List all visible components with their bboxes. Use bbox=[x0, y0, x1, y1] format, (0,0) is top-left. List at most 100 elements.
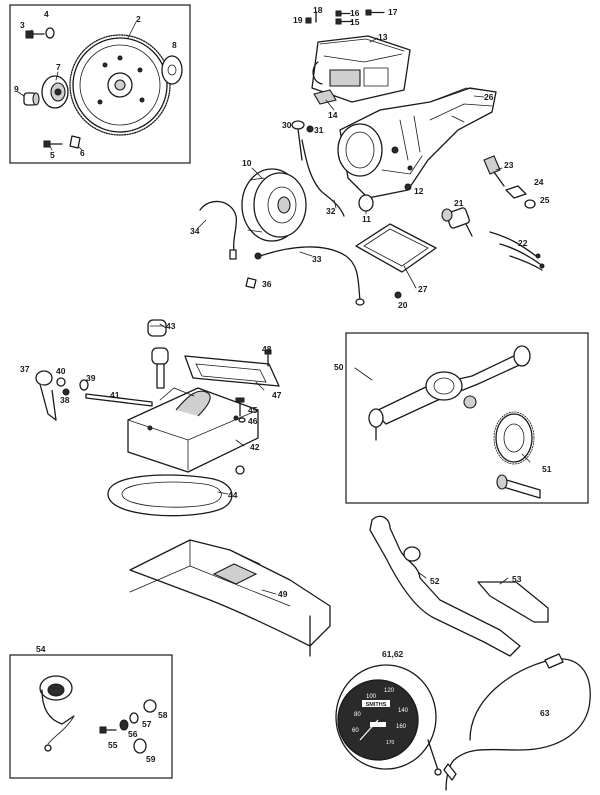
callout-39: 39 bbox=[86, 373, 96, 383]
callout-42: 42 bbox=[250, 442, 260, 452]
part-53-pedal-pad bbox=[477, 581, 549, 623]
part-8-plate bbox=[161, 55, 183, 85]
callout-37: 37 bbox=[20, 364, 30, 374]
callout-44: 44 bbox=[228, 490, 238, 500]
callout-63: 63 bbox=[540, 708, 550, 718]
callout-54: 54 bbox=[36, 644, 46, 654]
callout-12: 12 bbox=[414, 186, 424, 196]
callout-27: 27 bbox=[418, 284, 428, 294]
gearbox-group bbox=[199, 9, 545, 306]
callout-11: 11 bbox=[362, 214, 371, 224]
screws-15-19 bbox=[305, 9, 385, 25]
callout-7: 7 bbox=[56, 62, 61, 72]
part-12-plug bbox=[404, 183, 412, 191]
part-52-brake-pedal bbox=[369, 515, 521, 657]
part-59-cap bbox=[133, 738, 147, 754]
callout-59: 59 bbox=[146, 754, 156, 764]
callout-41: 41 bbox=[110, 390, 120, 400]
callout-2: 2 bbox=[136, 14, 141, 24]
part-9-bush bbox=[23, 92, 40, 106]
flywheel-group-frame bbox=[9, 4, 191, 164]
part-31-seal bbox=[306, 125, 314, 133]
steering-lock-group bbox=[9, 654, 173, 779]
callout-labels: 3 4 2 8 7 9 5 6 18 19 16 15 17 13 14 26 … bbox=[14, 5, 552, 764]
part-14-strainer bbox=[313, 89, 337, 105]
callout-49: 49 bbox=[278, 589, 288, 599]
speedo-tick-80: 80 bbox=[354, 712, 361, 718]
callout-16: 16 bbox=[350, 8, 360, 18]
part-57-spacer bbox=[129, 712, 139, 724]
speedo-tick-140: 140 bbox=[398, 708, 409, 714]
part-21-switch bbox=[441, 207, 473, 237]
speedo-tick-100: 100 bbox=[366, 694, 377, 700]
callout-18: 18 bbox=[313, 5, 323, 15]
part-58-bush bbox=[143, 699, 157, 713]
part-11-cup bbox=[358, 194, 374, 212]
part-36-clip bbox=[245, 277, 257, 289]
selector-lever bbox=[151, 347, 169, 389]
part-61-62-speedometer: SMITHS 60 80 100 120 140 160 170 bbox=[335, 664, 442, 776]
part-56-washer bbox=[119, 719, 129, 731]
rear-axle-group-frame bbox=[345, 332, 589, 504]
callout-9: 9 bbox=[14, 84, 19, 94]
callout-19: 19 bbox=[293, 15, 303, 25]
callout-57: 57 bbox=[142, 719, 152, 729]
part-32-tube bbox=[301, 139, 345, 217]
speedo-tick-170: 170 bbox=[386, 740, 395, 746]
callout-3: 3 bbox=[20, 20, 25, 30]
part-40-nut bbox=[56, 377, 66, 387]
part-38-washer bbox=[62, 388, 70, 396]
callout-24: 24 bbox=[534, 177, 544, 187]
callout-32: 32 bbox=[326, 206, 336, 216]
part-10-torque-converter bbox=[241, 168, 307, 242]
callout-50: 50 bbox=[334, 362, 344, 372]
callout-8: 8 bbox=[172, 40, 177, 50]
callout-55: 55 bbox=[108, 740, 118, 750]
speedometer-brand: SMITHS bbox=[366, 702, 387, 708]
part-6-tab bbox=[69, 135, 81, 149]
part-50-axle bbox=[368, 345, 531, 441]
part-42-housing bbox=[127, 387, 259, 475]
callout-25: 25 bbox=[540, 195, 550, 205]
part-63-speedo-cable bbox=[443, 653, 591, 791]
callout-34: 34 bbox=[190, 226, 200, 236]
part-13-valve-body bbox=[311, 35, 411, 103]
part-7-hub bbox=[41, 75, 69, 109]
callout-45: 45 bbox=[248, 405, 258, 415]
callout-leaders bbox=[17, 21, 531, 595]
part-44-gasket bbox=[107, 474, 233, 517]
part-37-lever bbox=[35, 370, 57, 421]
part-43-knob bbox=[147, 319, 167, 337]
callout-23: 23 bbox=[504, 160, 514, 170]
steering-lock-group-frame bbox=[9, 654, 173, 779]
speedo-tick-120: 120 bbox=[384, 688, 395, 694]
callout-43: 43 bbox=[166, 321, 176, 331]
part-55-bolt bbox=[99, 726, 117, 734]
speedo-tick-160: 160 bbox=[396, 724, 407, 730]
callout-58: 58 bbox=[158, 710, 168, 720]
callout-53: 53 bbox=[512, 574, 522, 584]
speedo-tick-60: 60 bbox=[352, 728, 359, 734]
callout-48: 48 bbox=[262, 344, 272, 354]
callout-47: 47 bbox=[272, 390, 282, 400]
callout-46: 46 bbox=[248, 416, 258, 426]
part-22-harness bbox=[489, 231, 545, 271]
callout-21: 21 bbox=[454, 198, 464, 208]
callout-20: 20 bbox=[398, 300, 408, 310]
part-45-screw bbox=[235, 397, 245, 417]
callout-6: 6 bbox=[80, 148, 85, 158]
part-39-bush bbox=[79, 379, 89, 391]
callout-5: 5 bbox=[50, 150, 55, 160]
part-41-rod bbox=[85, 393, 153, 407]
part-2-flywheel bbox=[69, 34, 171, 136]
part-48-screw bbox=[264, 349, 272, 367]
callout-61-62: 61,62 bbox=[382, 649, 404, 659]
part-20-plug bbox=[394, 291, 402, 299]
part-51-crownwheel-pinion bbox=[493, 411, 541, 499]
callout-30: 30 bbox=[282, 120, 292, 130]
callout-56: 56 bbox=[128, 729, 138, 739]
part-27-gasket bbox=[355, 223, 437, 273]
selector-group bbox=[35, 319, 331, 657]
callout-15: 15 bbox=[350, 17, 360, 27]
